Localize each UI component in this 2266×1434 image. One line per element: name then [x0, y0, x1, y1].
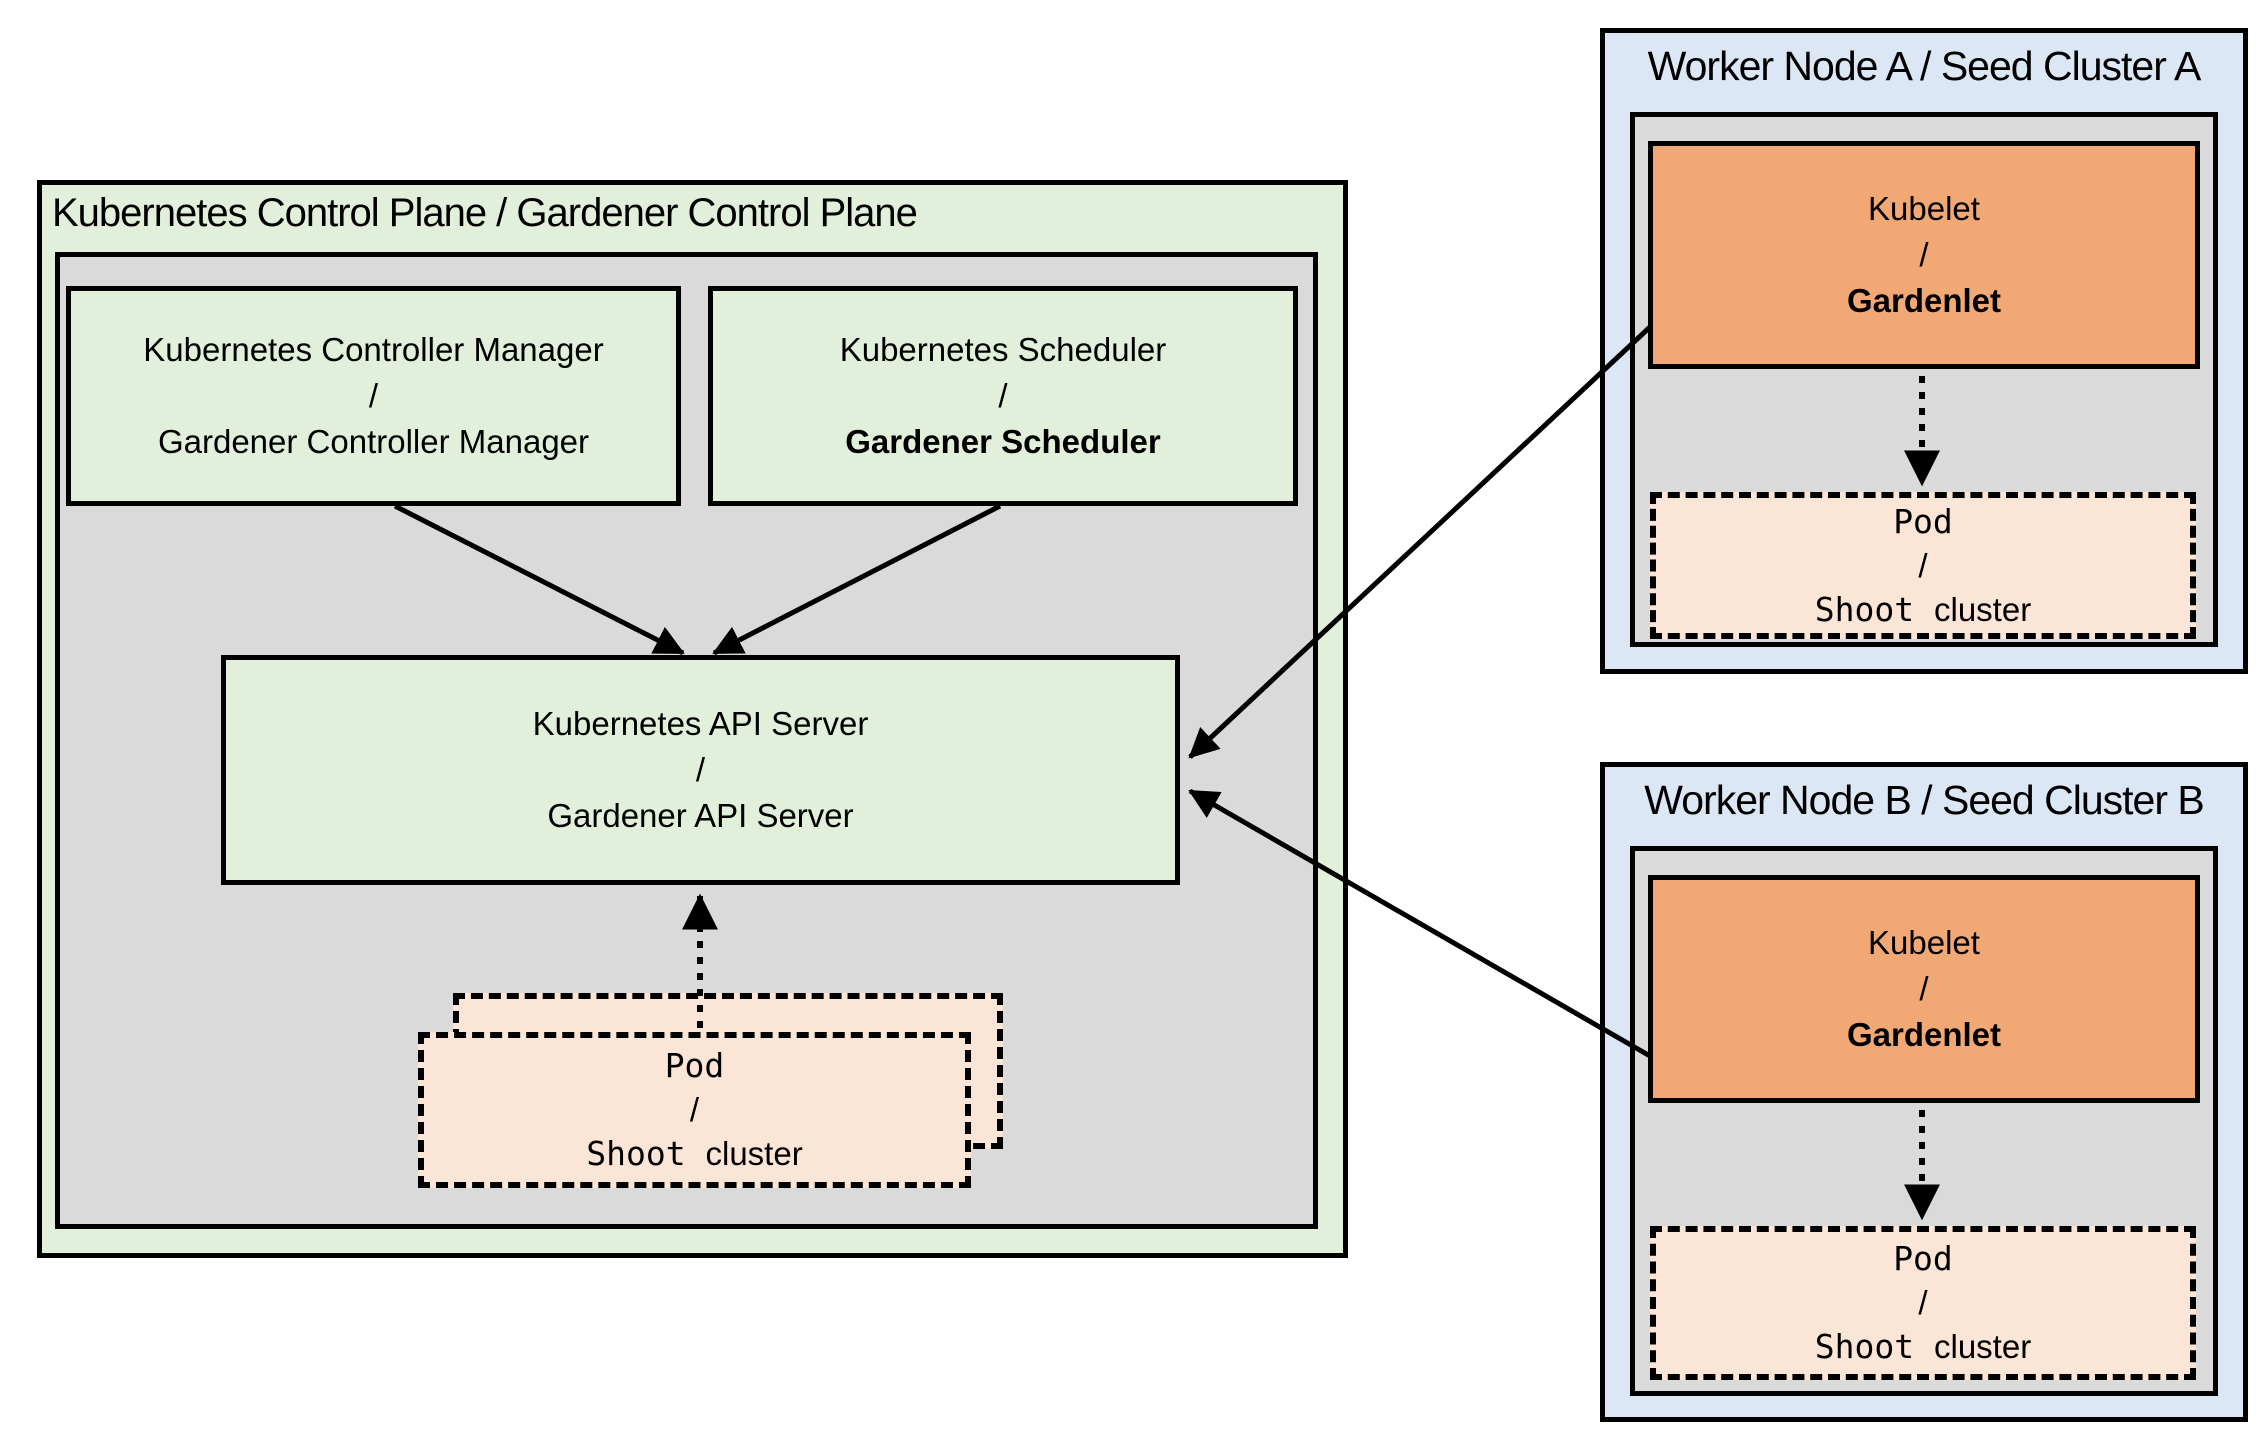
- control-plane-title: Kubernetes Control Plane / Gardener Cont…: [52, 191, 918, 235]
- worker-a-kubelet-line1: Kubelet: [1868, 190, 1980, 227]
- pod-line3-cluster: cluster: [705, 1135, 803, 1172]
- api-server-box: Kubernetes API Server / Gardener API Ser…: [221, 655, 1180, 885]
- worker-node-b-inner-panel: Kubelet / Gardenlet Pod / Shoot cluster: [1630, 846, 2218, 1396]
- control-plane-inner-panel: Kubernetes Controller Manager / Gardener…: [55, 252, 1318, 1229]
- worker-node-a-title: Worker Node A / Seed Cluster A: [1647, 43, 2202, 89]
- api-server-line2: Gardener API Server: [547, 797, 854, 834]
- worker-a-kubelet-line2: Gardenlet: [1846, 282, 2002, 319]
- worker-a-pod-line3-shoot: Shoot: [1814, 589, 1934, 629]
- worker-b-pod-line3-cluster: cluster: [1934, 1328, 2032, 1365]
- worker-node-a-box: Worker Node A / Seed Cluster A Kubelet /…: [1600, 28, 2248, 674]
- controller-manager-separator: /: [368, 377, 379, 414]
- worker-a-pod-line3: Shoot cluster: [1815, 588, 2031, 632]
- pod-separator: /: [689, 1091, 700, 1128]
- worker-b-kubelet-separator: /: [1919, 970, 1929, 1007]
- worker-b-pod-line3: Shoot cluster: [1815, 1325, 2031, 1369]
- worker-b-kubelet-line2: Gardenlet: [1846, 1016, 2002, 1053]
- controller-manager-line1: Kubernetes Controller Manager: [143, 331, 604, 368]
- worker-b-pod-box: Pod / Shoot cluster: [1650, 1226, 2196, 1380]
- scheduler-line1: Kubernetes Scheduler: [839, 331, 1167, 368]
- worker-a-kubelet-separator: /: [1919, 236, 1929, 273]
- controller-manager-box: Kubernetes Controller Manager / Gardener…: [66, 286, 681, 506]
- worker-a-kubelet-box: Kubelet / Gardenlet: [1648, 141, 2200, 369]
- scheduler-line2: Gardener Scheduler: [845, 423, 1161, 460]
- pod-line3-shoot: Shoot: [586, 1134, 706, 1173]
- scheduler-box: Kubernetes Scheduler / Gardener Schedule…: [708, 286, 1298, 506]
- api-server-line1: Kubernetes API Server: [532, 705, 869, 742]
- worker-b-pod-line1: Pod: [1893, 1239, 1953, 1278]
- worker-b-kubelet-line1: Kubelet: [1868, 924, 1980, 961]
- worker-node-a-inner-panel: Kubelet / Gardenlet Pod / Shoot cluster: [1630, 112, 2218, 647]
- worker-a-pod-line3-cluster: cluster: [1934, 590, 2032, 628]
- api-server-separator: /: [695, 751, 706, 788]
- pod-shoot-box-front: Pod / Shoot cluster: [418, 1032, 971, 1188]
- worker-node-b-title: Worker Node B / Seed Cluster B: [1644, 777, 2204, 823]
- worker-node-b-box: Worker Node B / Seed Cluster B Kubelet /…: [1600, 762, 2248, 1422]
- worker-a-pod-box: Pod / Shoot cluster: [1650, 492, 2196, 639]
- controller-manager-line2: Gardener Controller Manager: [157, 423, 590, 460]
- worker-a-pod-separator: /: [1918, 546, 1928, 584]
- pod-line1: Pod: [664, 1046, 725, 1085]
- control-plane-box: Kubernetes Control Plane / Gardener Cont…: [37, 180, 1348, 1258]
- pod-line3: Shoot cluster: [586, 1132, 802, 1176]
- worker-b-pod-line3-shoot: Shoot: [1814, 1327, 1934, 1366]
- worker-a-pod-line1: Pod: [1893, 501, 1953, 541]
- worker-b-pod-separator: /: [1918, 1284, 1928, 1321]
- scheduler-separator: /: [998, 377, 1008, 414]
- worker-b-kubelet-box: Kubelet / Gardenlet: [1648, 875, 2200, 1103]
